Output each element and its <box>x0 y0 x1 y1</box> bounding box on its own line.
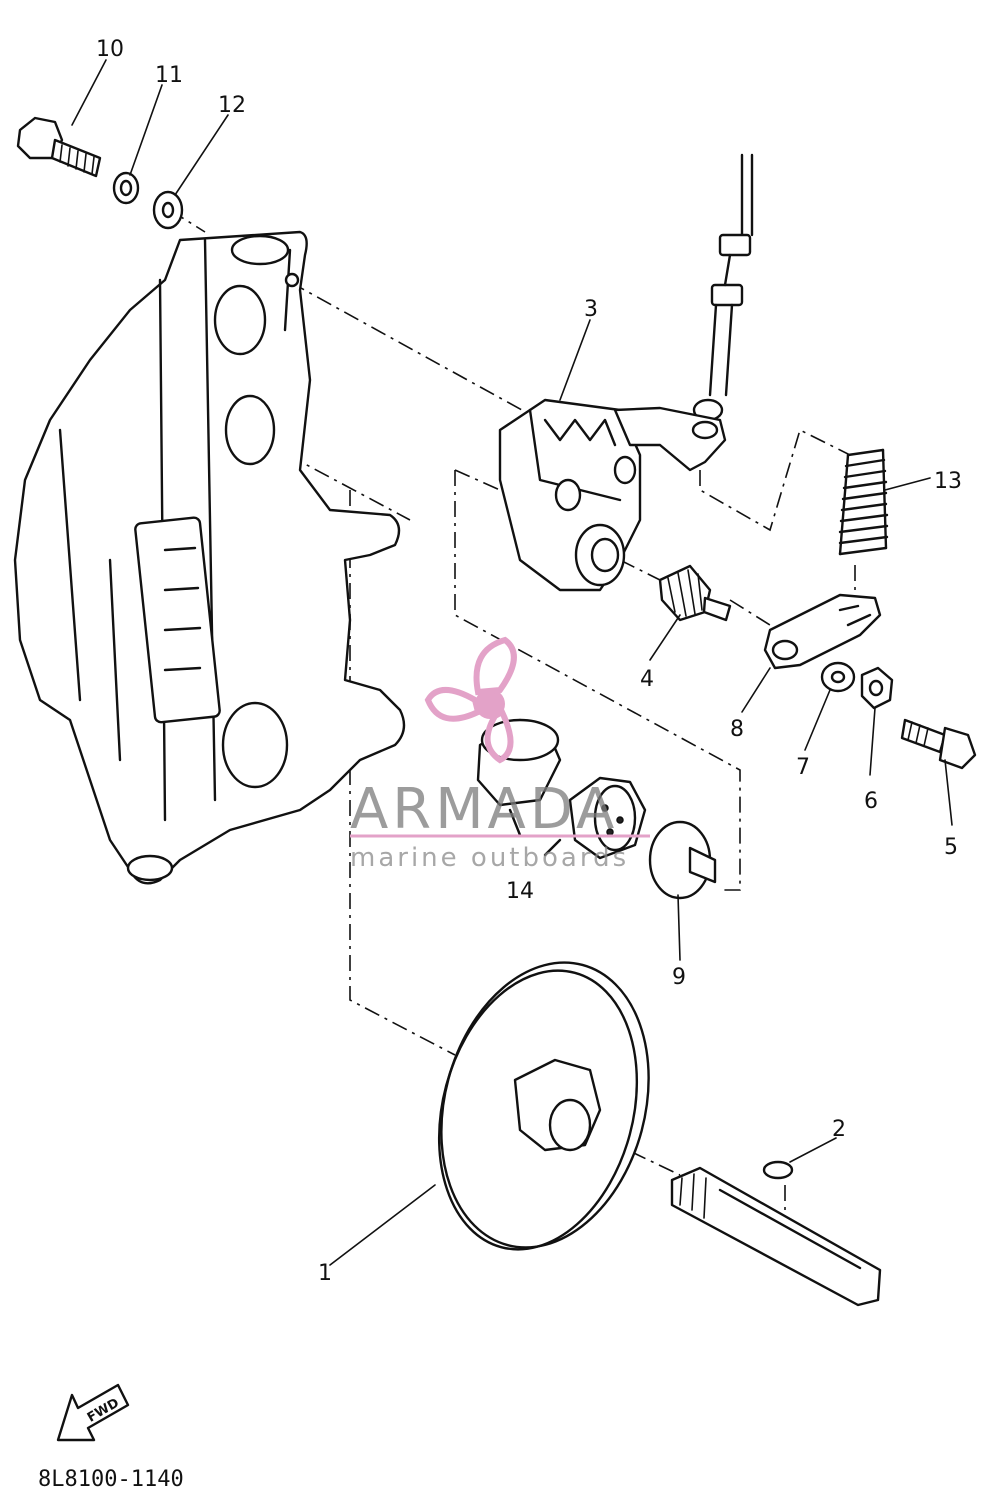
bolt-part-5 <box>900 718 977 770</box>
plate-part-9 <box>648 820 717 900</box>
callout-14: 14 <box>506 879 534 904</box>
callout-7: 7 <box>796 755 810 780</box>
shift-lever-part-8 <box>763 593 882 670</box>
propeller-logo-icon <box>424 636 517 764</box>
drawing-code: 8L8100-1140 <box>38 1467 184 1492</box>
callout-5: 5 <box>944 835 958 860</box>
nut-part-6 <box>860 666 894 710</box>
washer-part-12 <box>152 190 184 230</box>
callout-labels: 10 11 12 3 13 4 8 7 6 5 14 9 2 1 <box>96 37 962 1286</box>
bolt-part-10 <box>16 116 102 178</box>
propeller-shaft <box>670 1166 882 1307</box>
shift-cable <box>692 153 754 422</box>
callout-6: 6 <box>864 789 878 814</box>
callout-3: 3 <box>584 297 598 322</box>
key-part-2 <box>762 1160 794 1180</box>
spring-part-13 <box>838 448 889 556</box>
watermark-brand: ARMADA <box>350 777 618 842</box>
shift-pin-part-4 <box>658 564 732 622</box>
forward-direction-arrow: FWD <box>56 1383 130 1442</box>
assembly-guide-lines <box>169 209 856 1215</box>
washer-part-7 <box>820 661 856 693</box>
leader-lines <box>71 59 953 1266</box>
callout-2: 2 <box>832 1117 846 1142</box>
callout-13: 13 <box>934 469 962 494</box>
callout-4: 4 <box>640 667 654 692</box>
callout-12: 12 <box>218 93 246 118</box>
watermark: ARMADA marine outboards <box>350 636 650 873</box>
callout-8: 8 <box>730 717 744 742</box>
callout-10: 10 <box>96 37 124 62</box>
callout-11: 11 <box>155 63 183 88</box>
callout-9: 9 <box>672 965 686 990</box>
clutch-disc-part-1 <box>437 961 650 1251</box>
shift-bracket-part-3 <box>498 398 727 592</box>
callout-1: 1 <box>318 1261 332 1286</box>
lock-washer-part-11 <box>112 171 140 205</box>
plunger-part-14 <box>476 718 647 860</box>
watermark-tagline: marine outboards <box>350 843 629 873</box>
housing-casting <box>13 230 406 885</box>
